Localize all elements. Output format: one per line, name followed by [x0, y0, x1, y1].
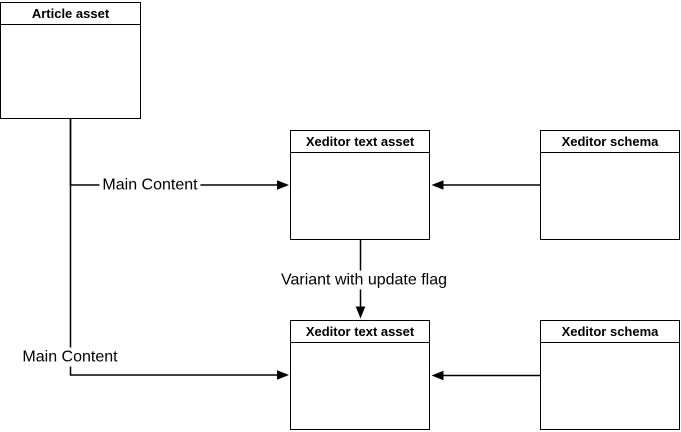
node-xeditor-schema-bottom: Xeditor schema — [540, 320, 680, 430]
node-title-xeditor-text-asset-bottom: Xeditor text asset — [291, 321, 429, 343]
node-title-xeditor-text-asset-top: Xeditor text asset — [291, 131, 429, 153]
edge-label-variant-with-update-flag: Variant with update flag — [277, 270, 451, 290]
node-title-xeditor-schema-top: Xeditor schema — [541, 131, 679, 153]
arrowhead-right-bottom — [277, 370, 289, 380]
node-xeditor-text-asset-bottom: Xeditor text asset — [290, 320, 430, 430]
arrowhead-left-top — [431, 180, 444, 190]
node-title-xeditor-schema-bottom: Xeditor schema — [541, 321, 679, 343]
arrowhead-left-bottom — [431, 370, 444, 381]
arrowhead-down — [355, 306, 366, 319]
node-article-asset: Article asset — [0, 2, 141, 119]
node-title-article-asset: Article asset — [1, 3, 140, 25]
edge-article-to-text-bottom — [69, 119, 278, 376]
arrowhead-right-top — [277, 180, 289, 190]
node-xeditor-schema-top: Xeditor schema — [540, 130, 680, 240]
edge-label-main-content-bottom: Main Content — [19, 347, 121, 367]
node-xeditor-text-asset-top: Xeditor text asset — [290, 130, 430, 240]
edge-label-main-content-top: Main Content — [99, 175, 201, 195]
